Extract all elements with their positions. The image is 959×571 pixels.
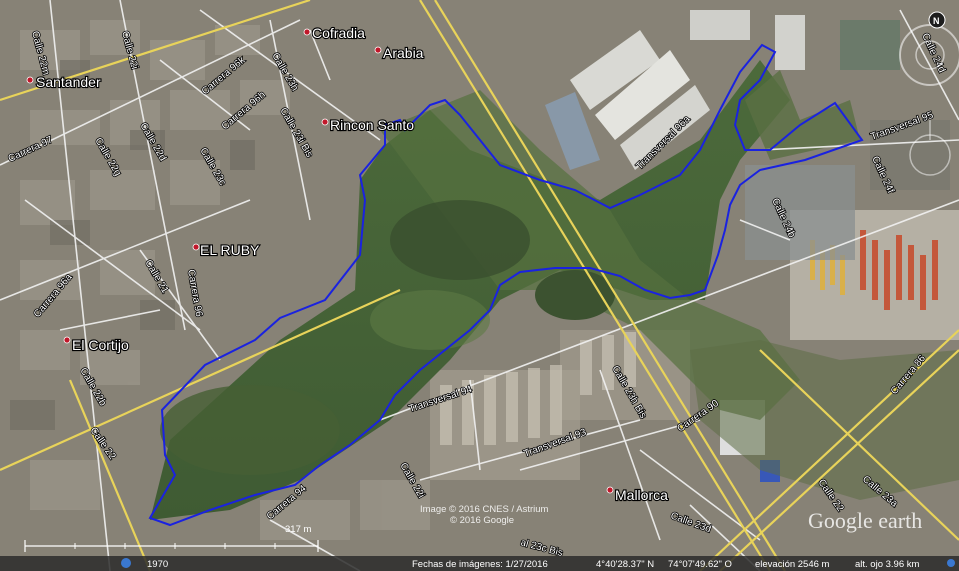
place-label-arabia[interactable]: Arabia <box>382 44 425 62</box>
navigation-control-icon[interactable] <box>899 24 959 176</box>
status-indicator-icon <box>947 559 955 567</box>
red-dot-marker-icon <box>192 243 200 251</box>
elevation: elevación 2546 m <box>755 559 830 570</box>
longitude: 74°07'49.62" O <box>668 559 732 570</box>
latitude: 4°40'28.37" N <box>596 559 654 570</box>
place-markers <box>26 28 614 494</box>
compass-ring-icon[interactable]: N <box>928 11 946 29</box>
wetland-boundary <box>148 43 864 527</box>
scale-bar[interactable]: 317 m <box>24 524 319 552</box>
place-label-santander[interactable]: Santander <box>35 73 102 91</box>
compass-north-label: N <box>933 16 940 26</box>
place-label-rincon-santo[interactable]: Rincon Santo <box>329 116 415 134</box>
place-label-cofradia[interactable]: Cofradia <box>311 24 366 42</box>
timeline-year[interactable]: 1970 <box>147 559 168 570</box>
place-label-el-cortijo[interactable]: El Cortijo <box>71 336 130 354</box>
timeline-icon[interactable] <box>121 558 131 568</box>
status-bar <box>0 556 959 571</box>
red-dot-marker-icon <box>26 76 34 84</box>
red-dot-marker-icon <box>321 118 329 126</box>
residential-rows <box>440 332 636 445</box>
place-label-mallorca[interactable]: Mallorca <box>614 486 669 504</box>
scale-label: 317 m <box>285 524 311 535</box>
imagery-date: Fechas de imágenes: 1/27/2016 <box>412 559 548 570</box>
eye-altitude: alt. ojo 3.96 km <box>855 559 920 570</box>
wetland-vegetation <box>150 60 959 520</box>
place-label-el-ruby[interactable]: EL RUBY <box>199 241 261 259</box>
imagery-attribution: Image © 2016 CNES / Astrium <box>420 504 549 515</box>
google-earth-logo: Google earth <box>808 508 922 533</box>
red-dot-marker-icon <box>303 28 311 36</box>
red-dot-marker-icon <box>374 46 382 54</box>
red-dot-marker-icon <box>63 336 71 344</box>
google-copyright: © 2016 Google <box>450 515 514 526</box>
red-dot-marker-icon <box>606 486 614 494</box>
